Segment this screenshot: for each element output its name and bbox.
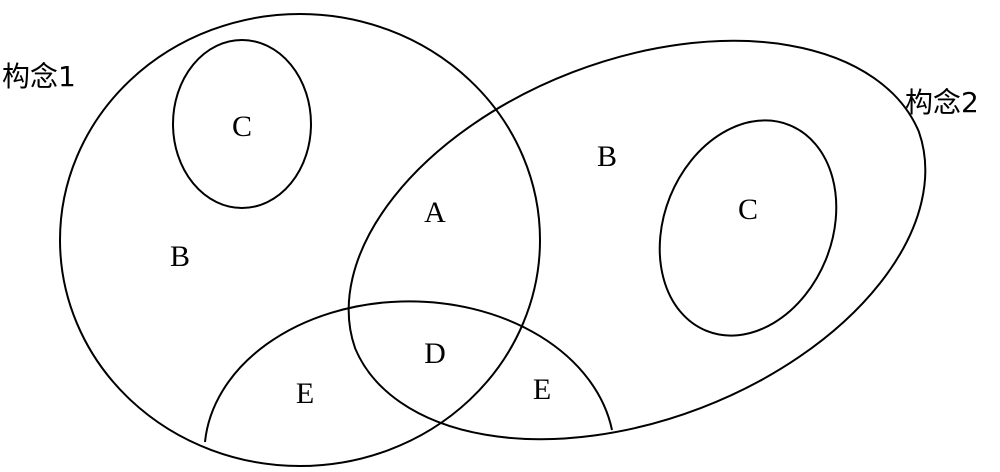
construct1-ellipse xyxy=(59,13,541,467)
construct2-c-ellipse xyxy=(658,119,838,337)
region-e-right: E xyxy=(533,373,551,406)
region-d: D xyxy=(424,337,446,370)
region-e-left: E xyxy=(296,377,314,410)
region-a: A xyxy=(424,196,446,229)
region-c-right: C xyxy=(738,193,758,226)
region-c-left: C xyxy=(232,110,252,143)
e-arc xyxy=(204,300,613,443)
construct1-label: 构念1 xyxy=(2,60,76,93)
construct1-c-ellipse xyxy=(172,39,312,209)
construct2-label: 构念2 xyxy=(905,86,979,119)
construct2-ellipse xyxy=(347,39,927,441)
region-b-left: B xyxy=(170,240,190,273)
region-b-right: B xyxy=(597,140,617,173)
